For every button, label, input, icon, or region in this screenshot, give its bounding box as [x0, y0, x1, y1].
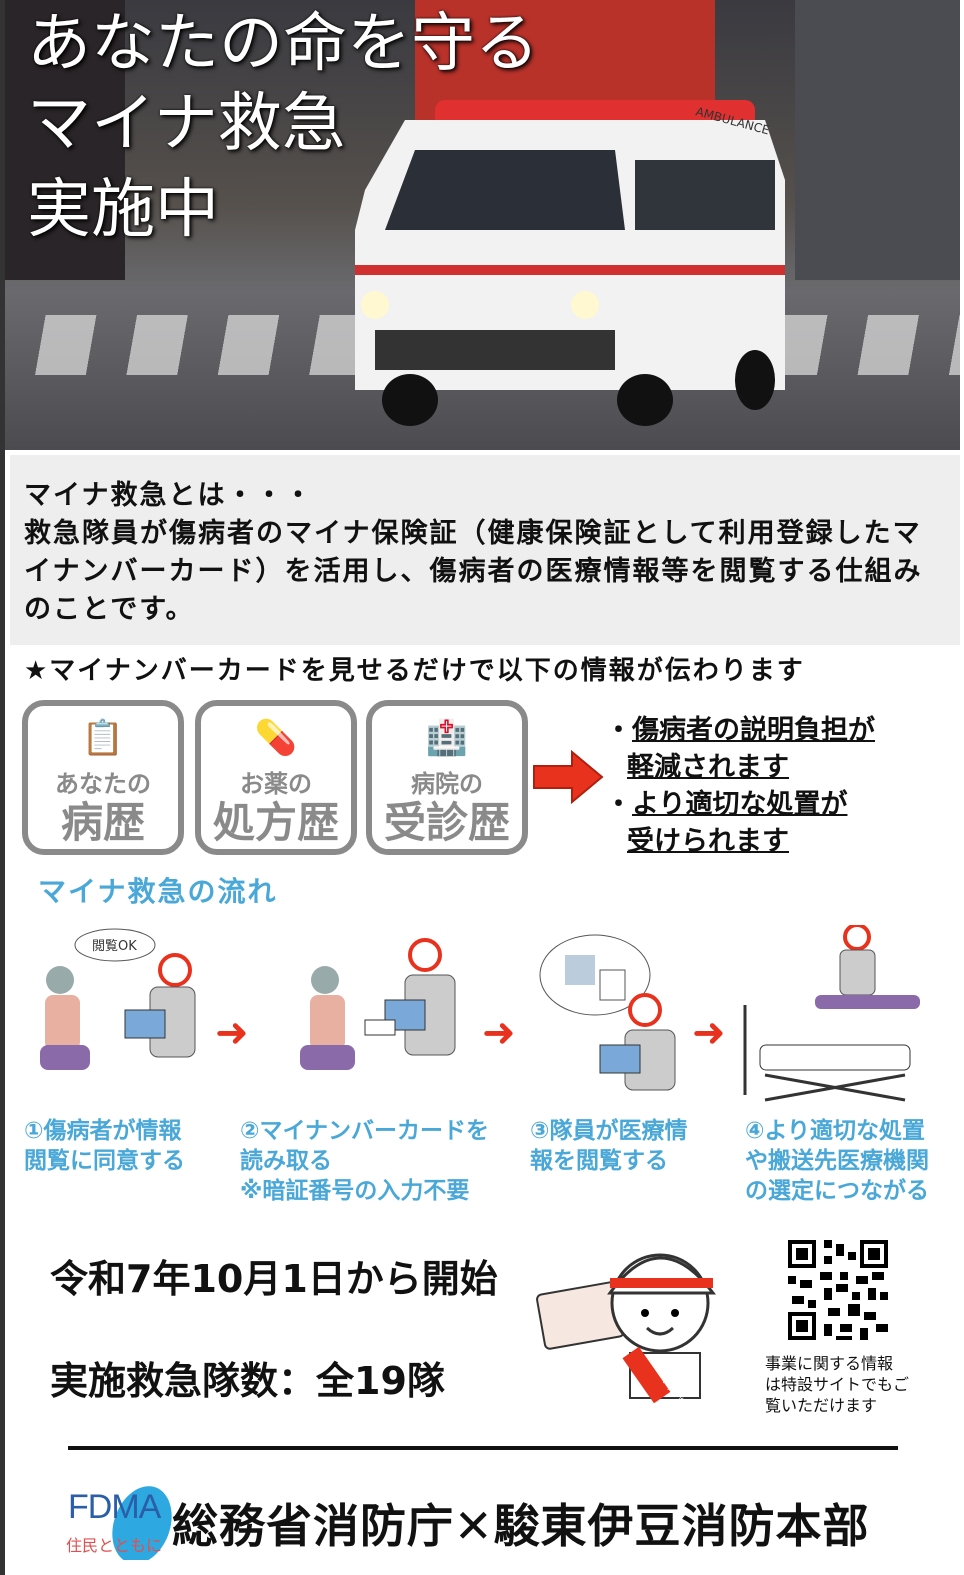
step4-illustration	[743, 925, 920, 1102]
step3-caption: ③隊員が医療情報を閲覧する	[530, 1118, 688, 1174]
about-heading: マイナ救急とは・・・	[24, 480, 314, 511]
benefit-item: ・より適切な処置が	[605, 789, 848, 820]
benefits-list: ・傷病者の説明負担が 軽減されます ・より適切な処置が 受けられます	[605, 712, 875, 860]
logo-text: FDMA	[68, 1488, 161, 1526]
divider	[68, 1446, 898, 1450]
info-heading: ★マイナンバーカードを見せるだけで以下の情報が伝わります	[24, 656, 805, 686]
pills-icon: 💊	[254, 718, 298, 758]
logo-subtext: 住民とともに	[66, 1536, 163, 1555]
card-small-label: お薬の	[240, 770, 312, 798]
hero-title-line-2: マイナ救急	[27, 87, 346, 161]
card-big-label: 病歴	[60, 798, 145, 847]
flow-arrow-icon: ➜	[215, 1010, 249, 1056]
about-body: 救急隊員が傷病者のマイナ保険証（健康保険証として利用登録したマイナンバーカード）…	[24, 518, 923, 625]
left-border	[0, 0, 5, 1575]
step2-illustration	[300, 938, 456, 1070]
qr-code[interactable]	[788, 1240, 888, 1340]
hero-photo: AMBULANCE あなたの命を守る マイナ救急 実施中	[5, 0, 960, 450]
right-arrow-icon	[533, 750, 604, 804]
hero-title-line-3: 実施中	[27, 173, 219, 247]
about-box: マイナ救急とは・・・ 救急隊員が傷病者のマイナ保険証（健康保険証として利用登録し…	[10, 455, 960, 645]
flow-arrow-icon: ➜	[692, 1010, 726, 1056]
hero-title-line-1: あなたの命を守る	[27, 7, 539, 81]
step1-caption: ①傷病者が情報閲覧に同意する	[24, 1118, 185, 1174]
card-big-label: 受診歴	[383, 798, 510, 847]
card-small-label: あなたの	[55, 770, 151, 798]
start-date: 令和7年10月1日から開始	[50, 1257, 498, 1301]
benefit-line: 軽減されます	[627, 752, 789, 783]
organizer-footer: 総務省消防庁✕駿東伊豆消防本部	[172, 1499, 870, 1553]
benefit-item: ・傷病者の説明負担が	[605, 715, 875, 746]
benefit-line: 受けられます	[627, 826, 789, 857]
flow-title: マイナ救急の流れ	[38, 875, 278, 908]
card-small-label: 病院の	[411, 770, 483, 798]
flow-arrow-icon: ➜	[482, 1010, 516, 1056]
card-medical-history: 📋 あなたの 病歴	[22, 700, 184, 855]
svg-text:閲覧OK: 閲覧OK	[92, 938, 137, 954]
ambulance-image: AMBULANCE	[355, 100, 785, 426]
step1-illustration: 閲覧OK	[40, 928, 196, 1070]
step3-illustration	[539, 934, 676, 1091]
mascot-illustration: マイナ救急	[536, 1253, 717, 1403]
card-prescription-history: 💊 お薬の 処方歴	[195, 700, 357, 855]
card-visit-history: 🏥 病院の 受診歴	[366, 700, 528, 855]
step4-caption: ④より適切な処置や搬送先医療機関の選定につながる	[745, 1118, 929, 1204]
card-big-label: 処方歴	[212, 798, 339, 847]
step2-caption: ②マイナンバーカードを読み取る※暗証番号の入力不要	[240, 1118, 490, 1204]
qr-caption: 事業に関する情報は特設サイトでもご覧いただけます	[765, 1354, 910, 1415]
clipboard-icon: 📋	[81, 718, 125, 758]
fdma-logo: FDMA 住民とともに	[62, 1480, 177, 1560]
team-count: 実施救急隊数：全19隊	[50, 1359, 445, 1403]
hospital-icon: 🏥	[425, 718, 469, 758]
